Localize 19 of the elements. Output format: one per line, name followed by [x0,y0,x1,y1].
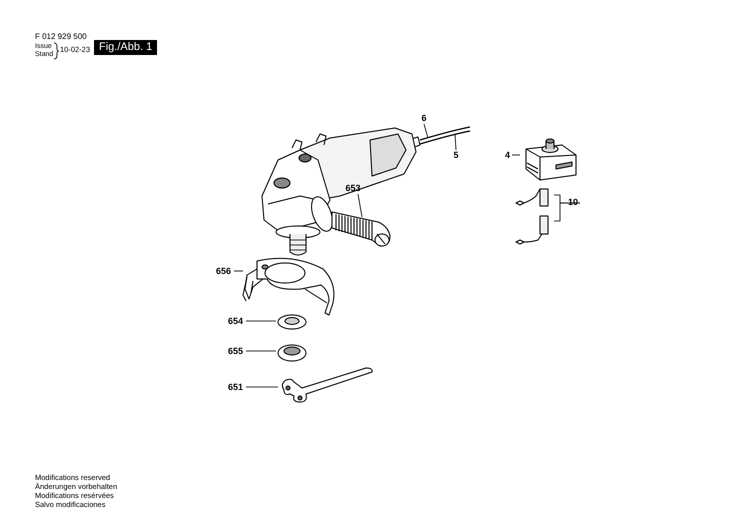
leader-line [358,194,362,218]
callout-number: 655 [225,346,246,357]
leader-line [246,386,278,388]
callout-number: 6 [419,113,429,124]
callout-number: 656 [213,266,234,277]
leader-line [454,134,456,150]
callout-number: 653 [343,183,363,194]
callout-number: 654 [225,316,246,327]
leader-line [246,320,276,322]
leader-line [246,350,276,352]
leader-line [512,154,520,156]
callout-number: 4 [503,150,512,161]
leader-line [234,270,244,272]
leader-line [554,202,580,222]
figure-label: Fig./Abb. 1 [94,40,158,55]
leader-line [424,124,428,138]
callout-number: 651 [225,382,246,393]
callout-number: 5 [451,150,461,161]
part-number: F 012 929 500 [35,33,87,42]
